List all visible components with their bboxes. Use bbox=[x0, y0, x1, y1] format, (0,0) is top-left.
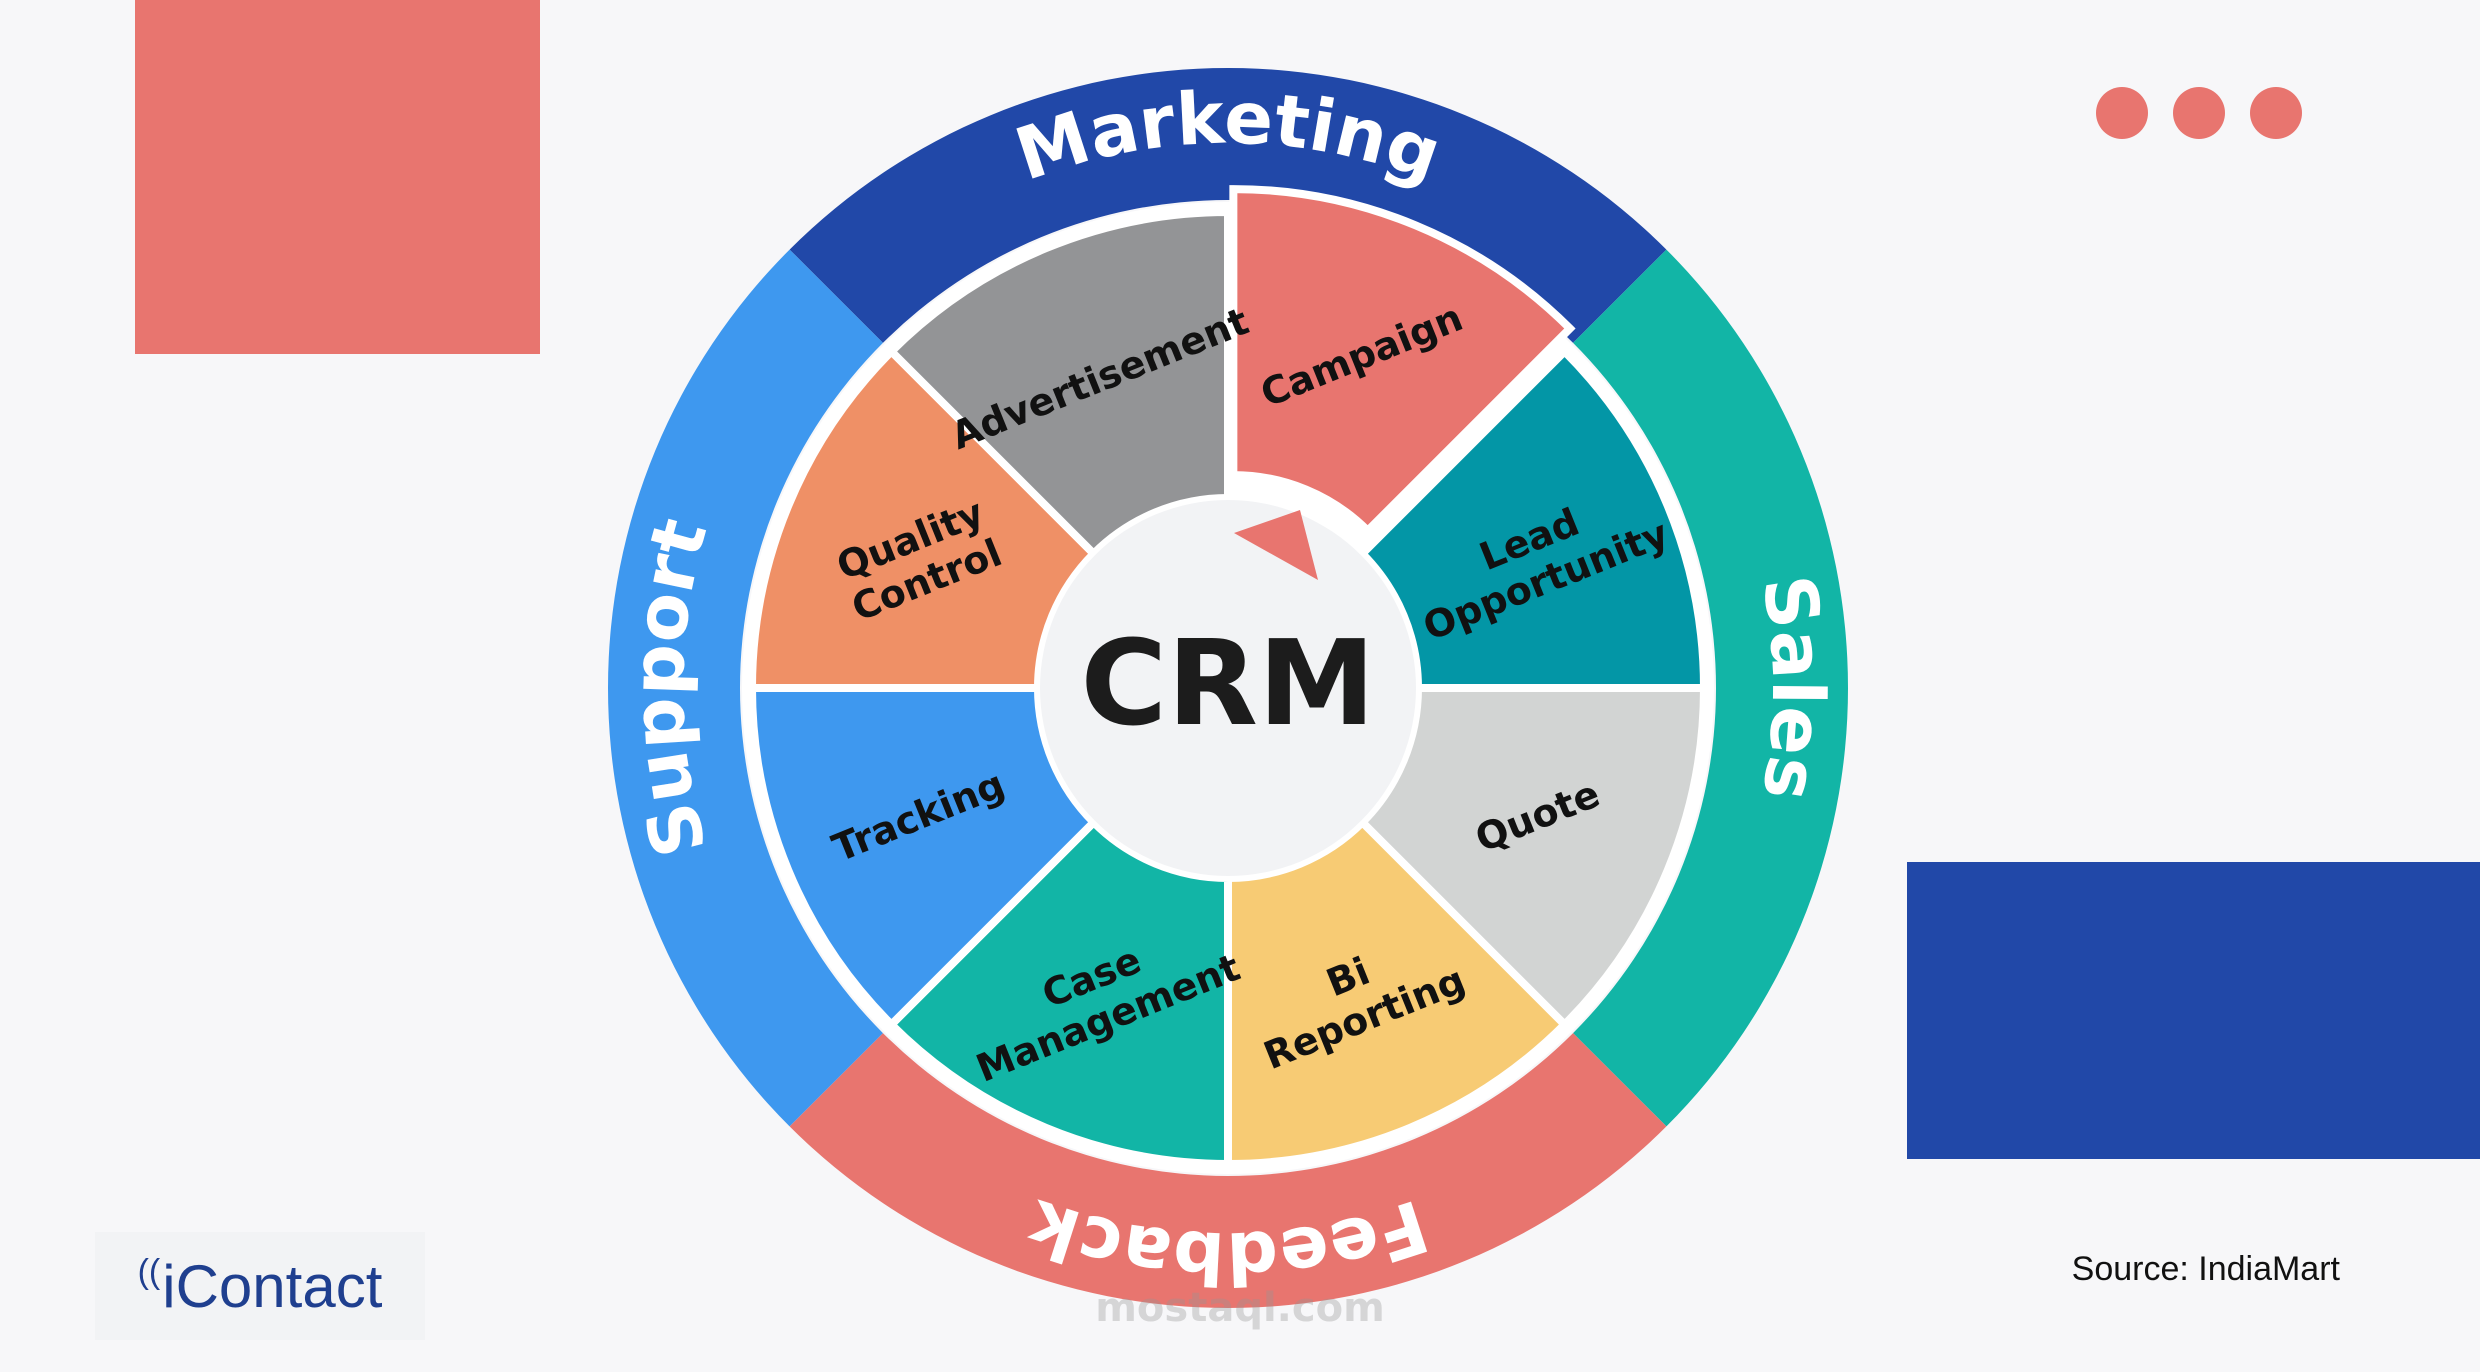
source-caption: Source: IndiaMart bbox=[2071, 1250, 2340, 1288]
cycle-arrow-icon bbox=[1234, 510, 1318, 580]
ring-section-marketing bbox=[789, 68, 1667, 343]
logo-text: iContact bbox=[162, 1252, 383, 1320]
ring-section-sales bbox=[1573, 249, 1848, 1127]
decorative-blue-rectangle bbox=[1907, 862, 2480, 1159]
segment-advertisement bbox=[885, 207, 1232, 560]
segment-quality-control bbox=[747, 345, 1100, 692]
segment-lead-opportunity bbox=[1356, 345, 1709, 692]
segment-campaign bbox=[1229, 185, 1576, 537]
decorative-dot bbox=[2173, 87, 2225, 139]
icontact-logo: (( iContact bbox=[95, 1232, 425, 1340]
watermark: mostaql.com bbox=[1095, 1285, 1385, 1331]
center-circle bbox=[1040, 500, 1416, 876]
ring-section-feedback bbox=[789, 1033, 1667, 1308]
segment-case-management bbox=[885, 816, 1232, 1169]
segment-tracking bbox=[747, 684, 1100, 1031]
ring-section-support bbox=[608, 249, 883, 1127]
inner-segments: CampaignLeadOpportunityQuoteBiReportingC… bbox=[742, 185, 1714, 1174]
decorative-coral-square bbox=[135, 0, 540, 354]
segment-quote bbox=[1356, 684, 1709, 1031]
center-label: CRM bbox=[1081, 614, 1376, 752]
decorative-dot bbox=[2096, 87, 2148, 139]
decorative-dot bbox=[2250, 87, 2302, 139]
ring-label-sales: Sales bbox=[1746, 570, 1840, 806]
segment-bi-reporting bbox=[1224, 816, 1571, 1169]
signal-wave-icon: (( bbox=[137, 1252, 161, 1291]
